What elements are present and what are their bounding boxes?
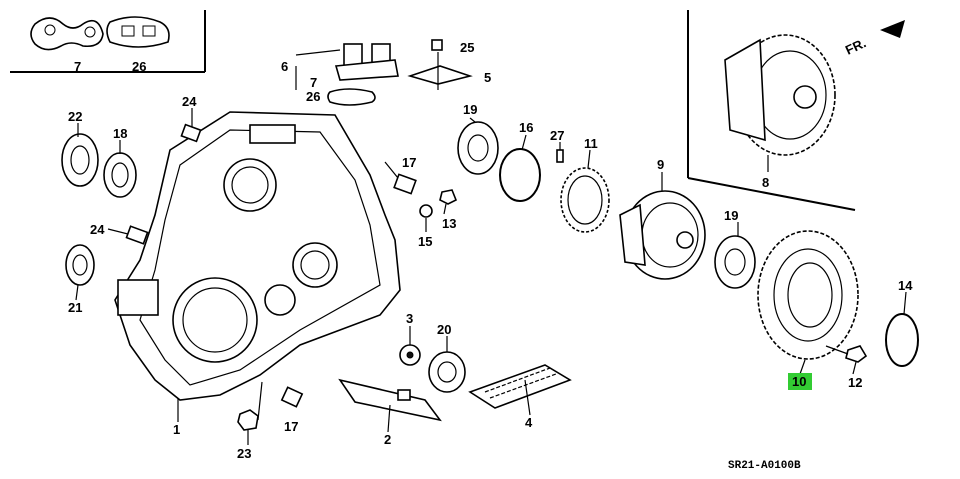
- callout-20[interactable]: 20: [437, 322, 451, 337]
- direction-label: FR.: [843, 35, 868, 57]
- gasket-26-small-part[interactable]: [327, 88, 376, 106]
- callout-19a[interactable]: 19: [463, 102, 477, 117]
- transmission-housing-part[interactable]: [114, 111, 401, 401]
- snap-ring-14-part[interactable]: [885, 313, 919, 367]
- callout-14[interactable]: 14: [898, 278, 913, 293]
- callout-10-highlight: [788, 373, 812, 390]
- callout-17a[interactable]: 17: [402, 155, 416, 170]
- strainer-4-part[interactable]: [468, 364, 572, 409]
- direction-arrow: FR.: [843, 20, 905, 58]
- callout-15[interactable]: 15: [418, 234, 432, 249]
- callout-12[interactable]: 12: [848, 375, 862, 390]
- snap-ring-16-part[interactable]: [499, 148, 541, 202]
- gasket-inset-frame: [10, 10, 206, 73]
- callout-25[interactable]: 25: [460, 40, 474, 55]
- differential-assembly-8-part[interactable]: [724, 34, 836, 156]
- final-driven-gear-10-part[interactable]: [757, 230, 859, 360]
- callout-13[interactable]: 13: [442, 216, 456, 231]
- pin-17-upper-part[interactable]: [393, 173, 417, 195]
- bearing-21-part[interactable]: [65, 244, 95, 286]
- bearing-19-upper-part[interactable]: [457, 121, 499, 175]
- gasket-7-part[interactable]: [30, 17, 104, 51]
- bracket-5-part[interactable]: [407, 52, 473, 90]
- bearing-22-part[interactable]: [61, 133, 99, 187]
- callout-2[interactable]: 2: [384, 432, 391, 447]
- callout-1[interactable]: 1: [173, 422, 180, 437]
- callout-27[interactable]: 27: [550, 128, 564, 143]
- callout-22[interactable]: 22: [68, 109, 82, 124]
- nut-23-part[interactable]: [237, 409, 259, 431]
- washer-3-part[interactable]: [399, 344, 421, 366]
- bearing-19-lower-part[interactable]: [714, 235, 756, 289]
- callout-4[interactable]: 4: [525, 415, 533, 430]
- callout-23[interactable]: 23: [237, 446, 251, 461]
- callout-24b[interactable]: 24: [90, 222, 105, 237]
- callout-24a[interactable]: 24: [182, 94, 197, 109]
- callout-18[interactable]: 18: [113, 126, 127, 141]
- pin-24-upper-part[interactable]: [180, 123, 202, 143]
- leader-lines: [75, 49, 907, 445]
- final-drive-inset-frame: [687, 10, 856, 211]
- callout-26a[interactable]: 26: [132, 59, 146, 74]
- callout-11[interactable]: 11: [584, 136, 598, 151]
- seal-18-part[interactable]: [103, 152, 137, 198]
- solenoid-assembly-6-part[interactable]: [334, 43, 399, 81]
- callout-10[interactable]: 10: [792, 374, 806, 389]
- callout-7a[interactable]: 7: [74, 59, 81, 74]
- callout-17b[interactable]: 17: [284, 419, 298, 434]
- callout-labels: 7 26 6 7 26 25 5 22 18 24 24 21 17 17 19…: [68, 40, 913, 461]
- callout-5[interactable]: 5: [484, 70, 491, 85]
- diagram-code: SR21-A0100B: [728, 460, 801, 472]
- gear-11-part[interactable]: [560, 167, 610, 233]
- pin-17-lower-part[interactable]: [280, 386, 304, 408]
- bolt-25-part[interactable]: [431, 39, 443, 51]
- callout-26b[interactable]: 26: [306, 89, 320, 104]
- callout-7b[interactable]: 7: [310, 75, 317, 90]
- bolt-12-part[interactable]: [825, 345, 868, 363]
- pin-27-part[interactable]: [556, 149, 564, 163]
- callout-3[interactable]: 3: [406, 311, 413, 326]
- bearing-20-part[interactable]: [428, 351, 466, 393]
- washer-15-part[interactable]: [419, 204, 433, 218]
- plate-2-part[interactable]: [338, 378, 442, 422]
- callout-6[interactable]: 6: [281, 59, 288, 74]
- callout-21[interactable]: 21: [68, 300, 82, 315]
- pin-24-lower-part[interactable]: [125, 225, 149, 245]
- differential-9-part[interactable]: [619, 190, 706, 280]
- bolt-13-part[interactable]: [439, 189, 458, 205]
- callout-9[interactable]: 9: [657, 157, 664, 172]
- callout-16[interactable]: 16: [519, 120, 533, 135]
- gasket-26-part[interactable]: [106, 16, 170, 48]
- callout-8[interactable]: 8: [762, 175, 769, 190]
- callout-19b[interactable]: 19: [724, 208, 738, 223]
